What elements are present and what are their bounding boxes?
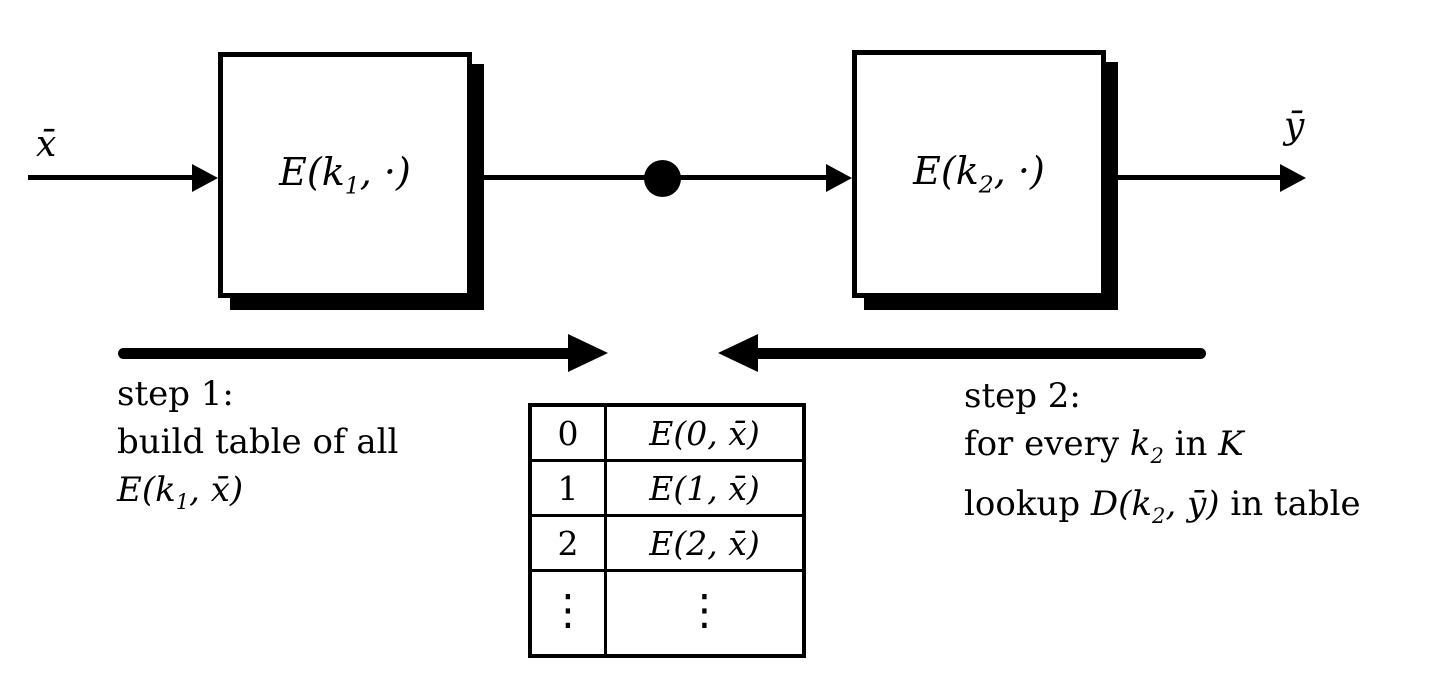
box2-label-post: , ·) xyxy=(993,149,1045,194)
connector-arrow-head xyxy=(826,164,852,192)
step2-line3: lookup D(k2, ȳ) in table xyxy=(964,480,1361,540)
table-cell-key-0: 0 xyxy=(532,407,607,462)
step1-line3-pre: E(k xyxy=(117,470,176,510)
box1-label-post: , ·) xyxy=(359,150,411,195)
step2-line2-sub: 2 xyxy=(1150,442,1164,468)
junction-dot xyxy=(644,160,681,197)
output-y-label: ȳ xyxy=(1284,106,1305,147)
step2-line2: for every k2 in K xyxy=(964,420,1361,480)
box1-label-pre: E(k xyxy=(279,150,345,195)
table-cell-value-0: E(0, x̄) xyxy=(607,407,802,462)
step1-line3-post: , x̄) xyxy=(189,470,244,510)
lookup-table: 0 E(0, x̄) 1 E(1, x̄) 2 E(2, x̄) ⋮ ⋮ xyxy=(528,403,806,658)
step1-arrow-head xyxy=(568,334,608,372)
encryption-box-1-label: E(k1, ·) xyxy=(279,150,411,200)
input-x-label: x̄ xyxy=(36,124,57,165)
step1-line2: build table of all xyxy=(117,422,399,462)
step1-arrow-line xyxy=(118,348,574,359)
step2-line2-mid: in xyxy=(1163,424,1219,464)
box2-label-sub: 2 xyxy=(978,170,994,199)
step2-line3-math-pre: D(k xyxy=(1090,483,1153,524)
step2-line3-sub: 2 xyxy=(1152,502,1166,528)
script-keyspace-K: K xyxy=(1218,424,1244,464)
input-arrow-head xyxy=(192,164,218,192)
table-cell-key-1: 1 xyxy=(532,462,607,517)
table-cell-value-dots: ⋮ xyxy=(683,585,726,634)
encryption-box-1: E(k1, ·) xyxy=(218,52,472,298)
input-arrow-line xyxy=(28,175,196,180)
step2-line3-post: in table xyxy=(1219,483,1361,524)
step2-line3-math-post: , ȳ) xyxy=(1165,483,1220,524)
table-cell-key-2: 2 xyxy=(532,517,607,572)
output-arrow-line xyxy=(1114,175,1280,180)
encryption-box-2: E(k2, ·) xyxy=(852,50,1106,298)
output-arrow-head xyxy=(1280,164,1306,192)
encryption-box-2-label: E(k2, ·) xyxy=(913,149,1045,199)
step1-line1: step 1: xyxy=(117,374,234,414)
table-cell-value-1: E(1, x̄) xyxy=(607,462,802,517)
step2-line3-pre: lookup xyxy=(964,483,1091,524)
step2-line1: step 2: xyxy=(964,376,1081,416)
table-cell-key-dots: ⋮ xyxy=(532,572,607,654)
step2-caption: step 2: for every k2 in K lookup D(k2, ȳ… xyxy=(964,372,1361,540)
step2-arrow-line xyxy=(748,348,1206,359)
box2-label-pre: E(k xyxy=(913,149,979,194)
step1-caption: step 1: build table of all E(k1, x̄) xyxy=(117,370,398,526)
step1-line3: E(k1, x̄) xyxy=(117,466,398,526)
table-cell-value-2: E(2, x̄) xyxy=(607,517,802,572)
box1-label-sub: 1 xyxy=(344,171,360,200)
step2-line2-pre: for every xyxy=(964,424,1130,464)
step2-line2-k: k xyxy=(1129,424,1151,464)
step1-line3-sub: 1 xyxy=(175,488,190,514)
